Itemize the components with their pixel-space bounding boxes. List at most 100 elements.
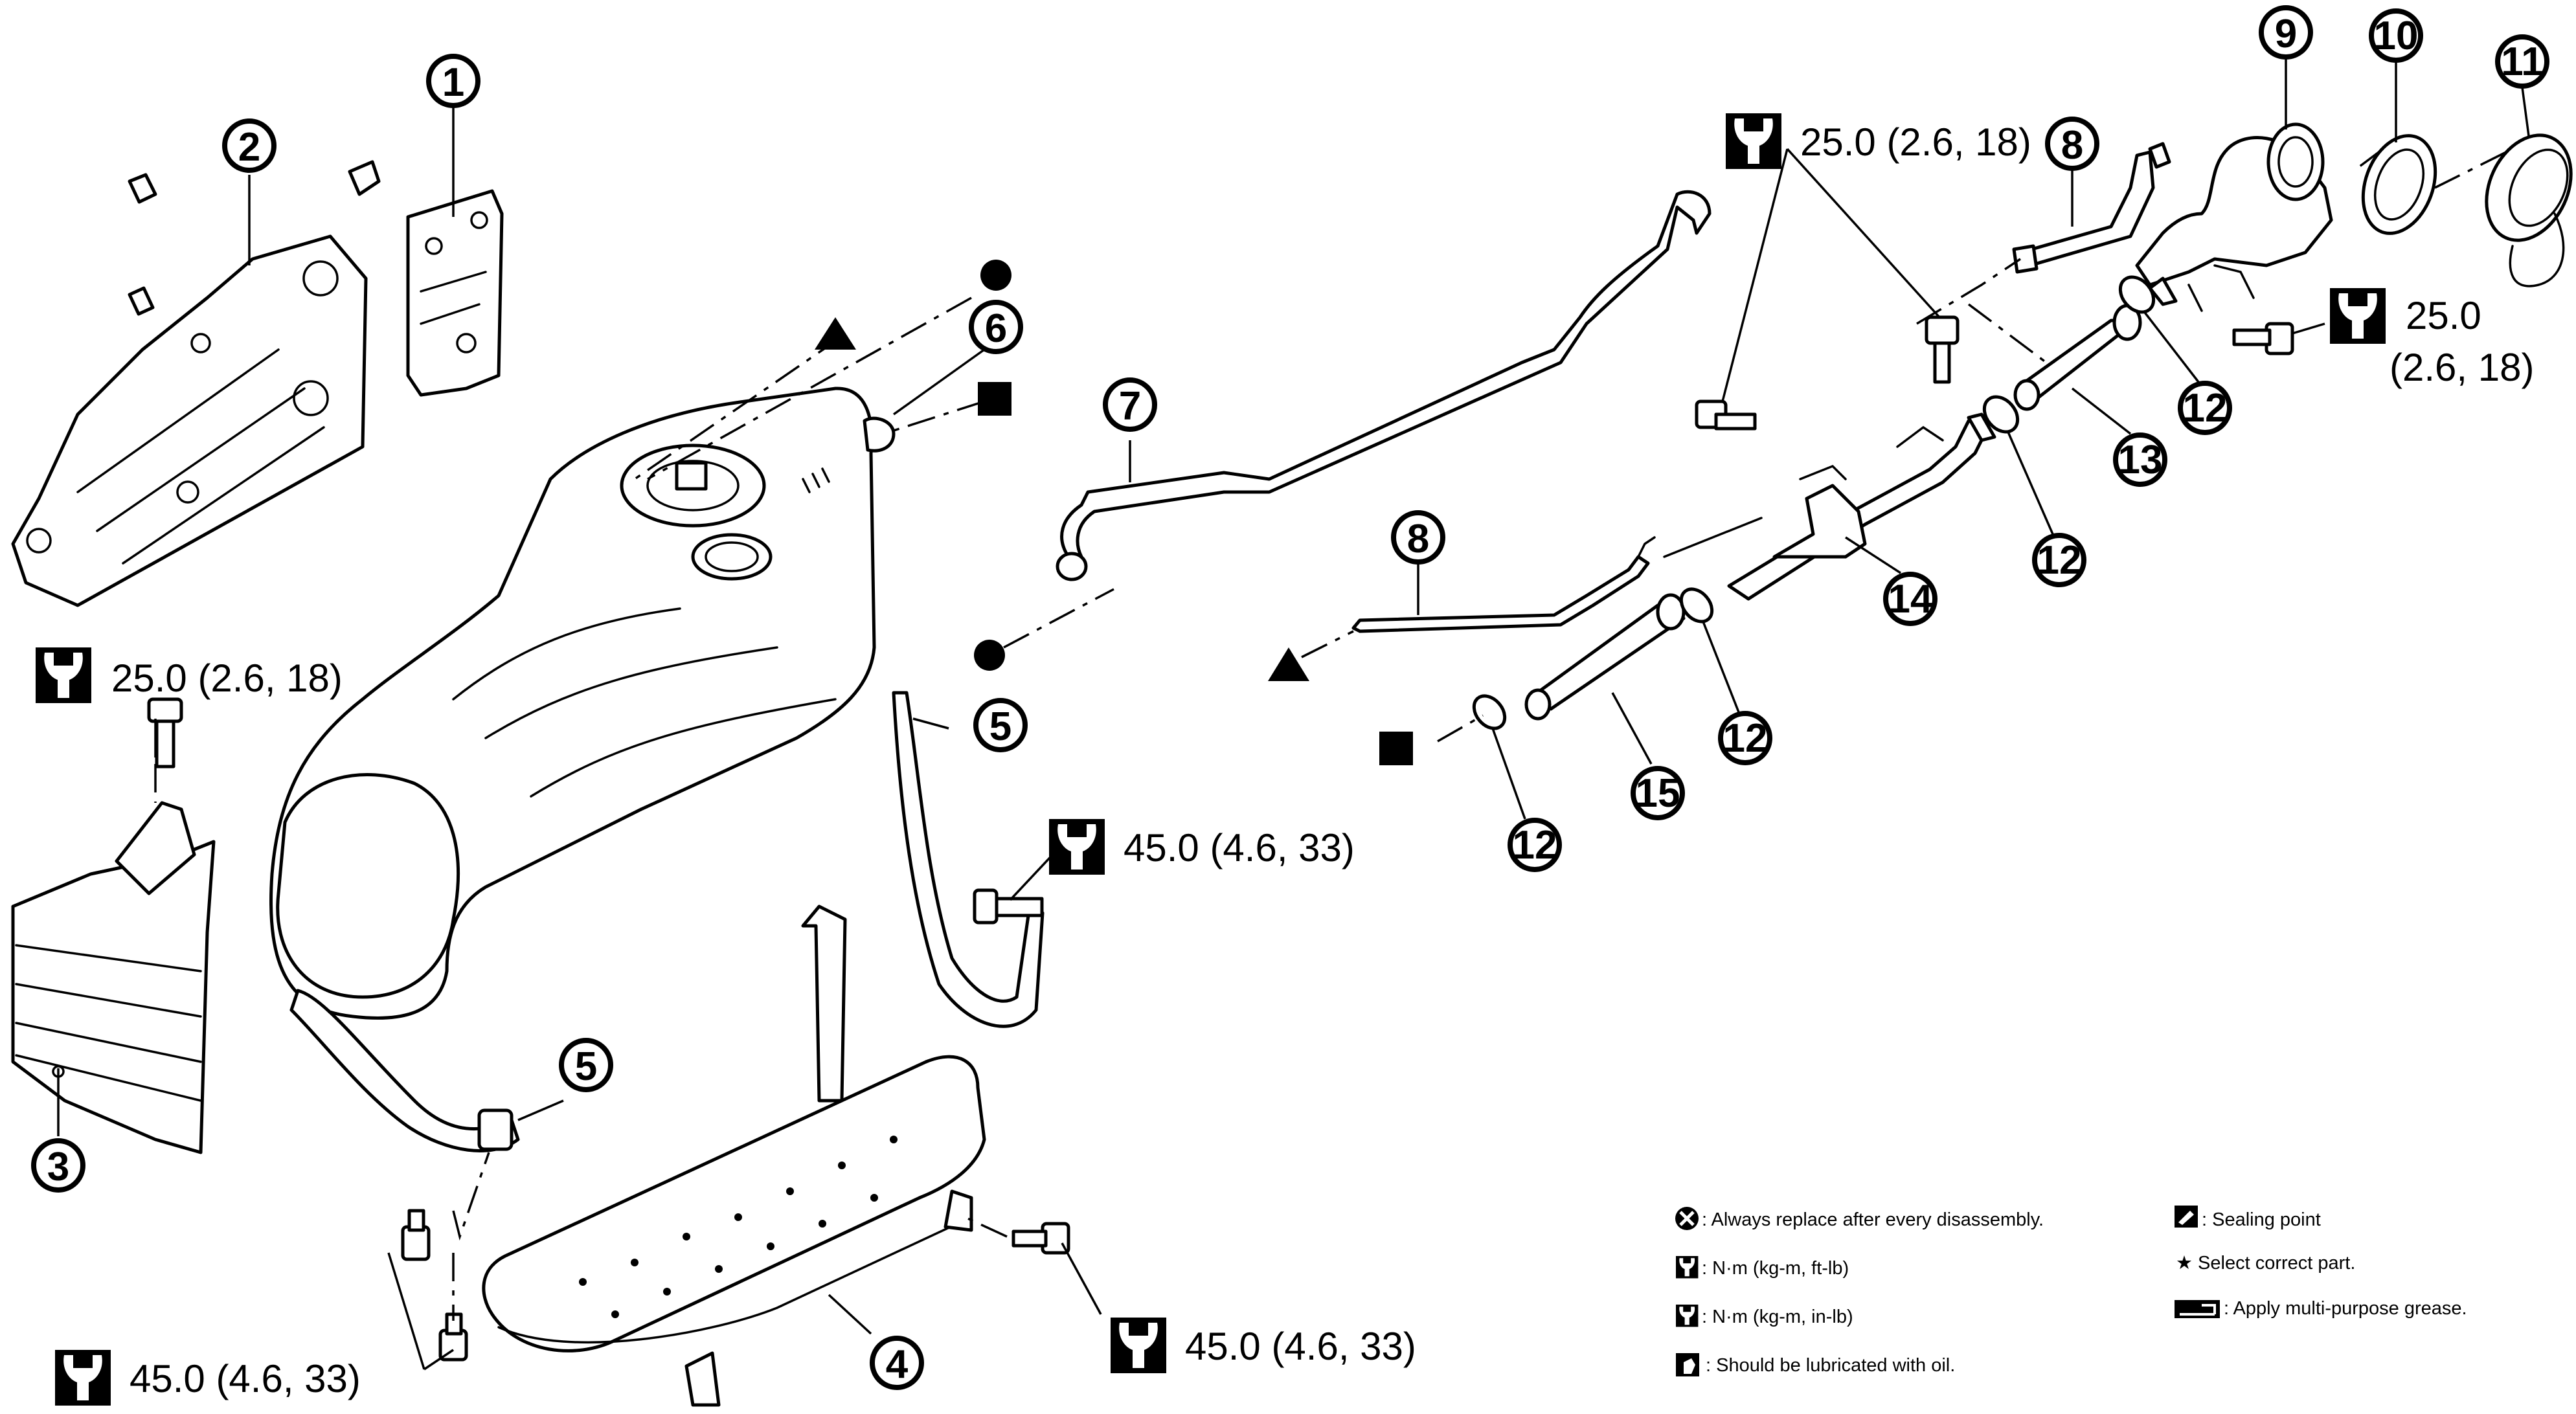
callout-1: 1 — [426, 54, 480, 108]
tank-strap-upper — [892, 691, 1045, 1028]
wrench-torque-icon — [55, 1350, 111, 1406]
callout-label: 3 — [47, 1145, 69, 1189]
callout-label: 6 — [985, 306, 1007, 351]
wrench-torque-icon — [2330, 288, 2386, 344]
hose-clamp-d — [1472, 694, 1507, 730]
wrench-torque-icon — [36, 647, 91, 703]
circle-marker-icon — [980, 260, 1011, 291]
torque-spec-filler: 25.0 (2.6, 18) — [2330, 288, 2534, 389]
tank-strap-lower — [289, 989, 520, 1152]
wrench-torque-icon — [1726, 113, 1781, 169]
wrench-torque-icon — [1676, 1256, 1699, 1279]
callout-13: 13 — [2113, 432, 2167, 487]
wrench-torque-icon — [1676, 1305, 1699, 1327]
callout-label: 1 — [442, 60, 464, 105]
legend-grease: : Apply multi-purpose grease. — [2175, 1298, 2467, 1319]
triangle-marker-icon — [815, 317, 856, 350]
evap-vent-tube — [1056, 190, 1712, 581]
leader-lines — [57, 58, 2530, 1371]
callout-5-upper: 5 — [973, 698, 1028, 752]
callout-6: 6 — [969, 300, 1023, 354]
callout-4: 4 — [870, 1336, 924, 1390]
callout-10: 10 — [2369, 8, 2423, 63]
bolt-upper-mid-b — [1695, 399, 1757, 431]
torque-value: 25.0 — [2406, 294, 2481, 337]
torque-spec-bottom-right: 45.0 (4.6, 33) — [1111, 1318, 1416, 1373]
torque-spec-strap: 45.0 (4.6, 33) — [1049, 819, 1355, 875]
bolt-lower-left-a — [401, 1209, 431, 1261]
callout-label: 7 — [1119, 384, 1141, 429]
filler-tube-upper — [2135, 122, 2333, 312]
callout-2: 2 — [222, 118, 277, 173]
legend-text: ★ Select correct part. — [2176, 1253, 2355, 1274]
torque-value: 25.0 (2.6, 18) — [1800, 120, 2031, 164]
bolt-lower-left-b — [438, 1312, 468, 1362]
hose-clamp-c — [1679, 587, 1714, 623]
wrench-torque-icon — [1049, 819, 1105, 875]
bolt-lower-right — [1011, 1222, 1070, 1255]
bolt-strap-upper — [973, 888, 1044, 925]
filler-gasket — [2361, 134, 2437, 235]
heat-shield-lower — [11, 801, 216, 1154]
torque-value: 45.0 (4.6, 33) — [130, 1357, 361, 1400]
torque-value: 45.0 (4.6, 33) — [1185, 1325, 1416, 1368]
callout-8-lower: 8 — [1391, 510, 1445, 565]
callout-label: 8 — [2061, 123, 2083, 168]
legend: : Always replace after every disassembly… — [1675, 1206, 2467, 1376]
tank-bracket — [406, 189, 504, 397]
legend-replace: : Always replace after every disassembly… — [1675, 1207, 2044, 1230]
legend-text: : N·m (kg-m, ft-lb) — [1702, 1258, 1849, 1279]
tank-protector — [482, 904, 986, 1407]
callout-label: 15 — [1636, 771, 1680, 816]
callout-label: 5 — [575, 1044, 597, 1089]
callout-12-d: 12 — [1508, 818, 1562, 872]
legend-text: : N·m (kg-m, in-lb) — [1702, 1307, 1853, 1327]
legend-text: : Always replace after every disassembly… — [1702, 1209, 2044, 1230]
breather-tube-upper — [2012, 142, 2171, 274]
callout-12-a: 12 — [2178, 381, 2232, 435]
hose-clamp-a — [2118, 275, 2156, 314]
callout-label: 12 — [2183, 386, 2228, 431]
callout-8-upper: 8 — [2045, 117, 2099, 171]
fastener-clips — [348, 160, 381, 196]
torque-spec-bottom-left: 45.0 (4.6, 33) — [55, 1350, 361, 1406]
legend-text: : Should be lubricated with oil. — [1706, 1355, 1955, 1376]
callout-12-b: 12 — [2032, 533, 2086, 587]
legend-nm-ft: : N·m (kg-m, ft-lb) — [1676, 1256, 1849, 1279]
filler-hose-upper — [2013, 304, 2142, 411]
legend-sealing: : Sealing point — [2175, 1206, 2321, 1230]
callout-15: 15 — [1631, 766, 1685, 820]
bolt-upper-left — [147, 697, 183, 769]
callout-label: 13 — [2118, 438, 2163, 482]
square-marker-icon — [1379, 732, 1413, 765]
legend-select: ★ Select correct part. — [2176, 1253, 2355, 1274]
bolt-filler — [2232, 322, 2294, 355]
fuel-filler-cap — [2485, 133, 2573, 287]
torque-value: 45.0 (4.6, 33) — [1124, 826, 1355, 870]
callout-label: 9 — [2275, 12, 2297, 56]
callout-label: 10 — [2374, 14, 2419, 58]
callout-5-lower: 5 — [559, 1038, 613, 1092]
triangle-marker-icon — [1268, 647, 1309, 681]
torque-spec-upper-left: 25.0 (2.6, 18) — [36, 647, 343, 703]
heat-shield-upper — [11, 173, 368, 607]
callout-11: 11 — [2495, 34, 2549, 89]
callout-label: 11 — [2501, 39, 2544, 84]
legend-oil: : Should be lubricated with oil. — [1676, 1353, 1955, 1376]
filler-tube-lower — [1727, 412, 1996, 601]
torque-value: (2.6, 18) — [2390, 346, 2534, 389]
square-marker-icon — [978, 382, 1011, 416]
legend-nm-in: : N·m (kg-m, in-lb) — [1676, 1305, 1853, 1327]
callout-7: 7 — [1103, 377, 1157, 432]
callout-14: 14 — [1883, 572, 1938, 626]
callout-label: 12 — [2037, 538, 2082, 583]
connection-lines — [154, 148, 2507, 1321]
breather-tube-lower — [1351, 517, 1763, 633]
legend-text: : Sealing point — [2202, 1209, 2321, 1230]
legend-text: : Apply multi-purpose grease. — [2224, 1298, 2467, 1319]
filler-hose-lower — [1524, 593, 1686, 721]
bolt-upper-mid-a — [1925, 315, 1960, 384]
callout-label: 14 — [1888, 577, 1933, 622]
torque-spec-upper-mid: 25.0 (2.6, 18) — [1726, 113, 2031, 169]
